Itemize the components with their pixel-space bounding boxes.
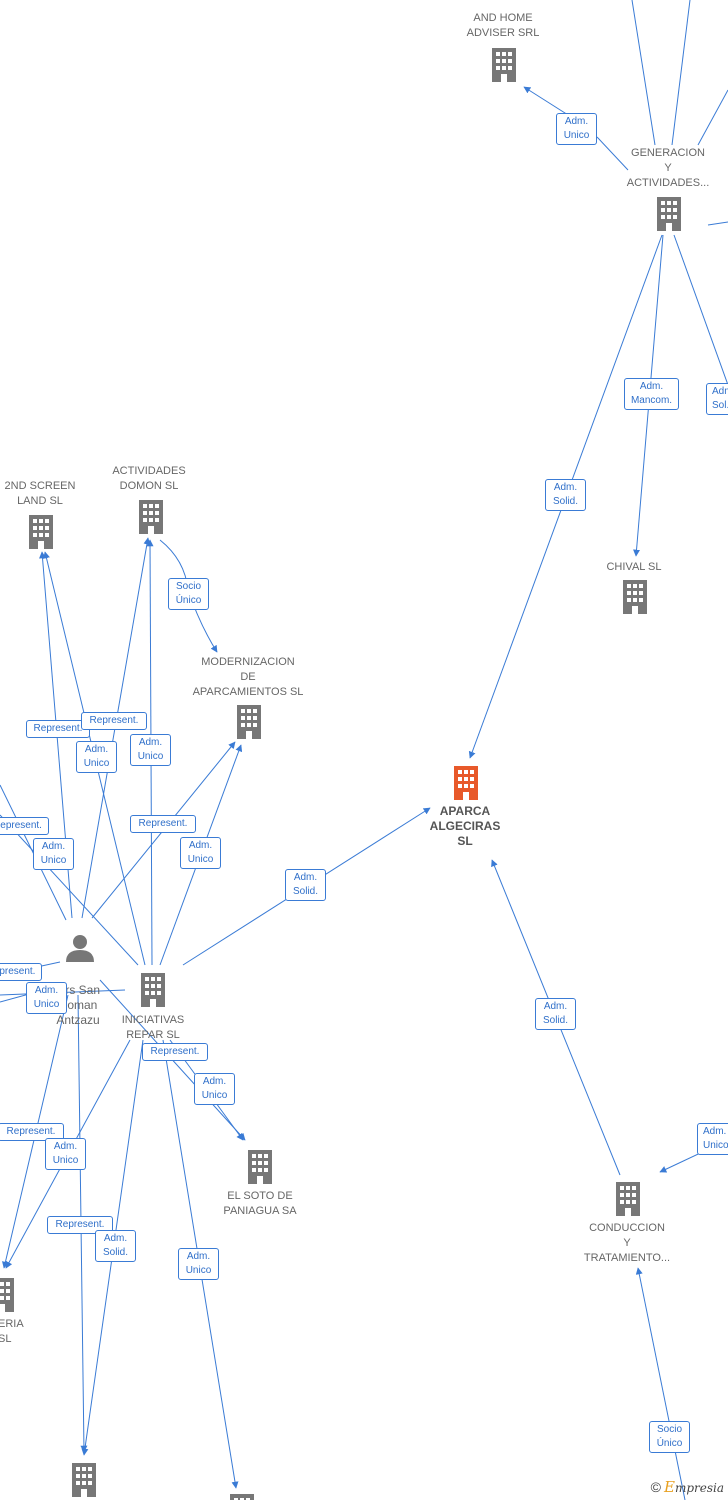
- building-icon: [72, 1463, 96, 1497]
- edge-label[interactable]: Represent.: [47, 1216, 113, 1234]
- node-el-soto[interactable]: EL SOTO DE PANIAGUA SA: [210, 1189, 310, 1219]
- building-icon: [492, 48, 516, 82]
- edge-label[interactable]: Adm. Solid.: [95, 1230, 136, 1262]
- edge-label[interactable]: Represent.: [0, 817, 49, 835]
- edge-label[interactable]: Adm. Unico: [178, 1248, 219, 1280]
- building-icon: [657, 197, 681, 231]
- node-label: CONDUCCION Y TRATAMIENTO...: [583, 1222, 671, 1264]
- building-icon: [616, 1182, 640, 1216]
- node-label: ERIA SL: [0, 1318, 24, 1345]
- node-label: INICIATIVAS REPAR SL: [121, 1014, 185, 1041]
- edge-label[interactable]: Represent.: [0, 1123, 64, 1141]
- edge-label[interactable]: Adm. Unico: [33, 838, 74, 870]
- copyright-symbol: ©: [650, 1479, 661, 1495]
- edge-label[interactable]: Adm. Mancom.: [624, 378, 679, 410]
- edge-label[interactable]: Represent.: [0, 963, 42, 981]
- edge-label[interactable]: Represent.: [130, 815, 196, 833]
- edge-label[interactable]: Adm. Unico: [697, 1123, 728, 1155]
- node-label: APARCA ALGECIRAS SL: [429, 804, 501, 848]
- brand-logo-letter: E: [663, 1478, 675, 1496]
- person-icon: [66, 935, 94, 962]
- node-conduccion[interactable]: CONDUCCION Y TRATAMIENTO...: [572, 1221, 682, 1266]
- node-actividades-domon[interactable]: ACTIVIDADES DOMON SL: [99, 464, 199, 494]
- node-label: AND HOME ADVISER SRL: [466, 12, 540, 39]
- node-eria[interactable]: ERIA SL: [0, 1317, 32, 1347]
- node-person-ors-san-roman[interactable]: Ors San Roman Antzazu: [38, 968, 118, 1028]
- node-label: ACTIVIDADES DOMON SL: [112, 465, 186, 492]
- edge-label[interactable]: Represent.: [142, 1043, 208, 1061]
- edge-label[interactable]: Adm. Unico: [76, 741, 117, 773]
- building-icon: [237, 705, 261, 739]
- building-icon-main: [454, 766, 478, 800]
- edge-label[interactable]: Adm. Solid.: [535, 998, 576, 1030]
- edge-label[interactable]: Socio Único: [168, 578, 209, 610]
- edge-label[interactable]: Adm. Solid.: [285, 869, 326, 901]
- building-icon: [230, 1494, 254, 1500]
- node-2nd-screen[interactable]: 2ND SCREEN LAND SL: [0, 479, 90, 509]
- building-icon: [248, 1150, 272, 1184]
- edge-label[interactable]: Adm. Unico: [180, 837, 221, 869]
- node-label: 2ND SCREEN LAND SL: [4, 480, 76, 507]
- edge-label[interactable]: Adm. Unico: [130, 734, 171, 766]
- node-label: GENERACION Y ACTIVIDADES...: [626, 147, 710, 189]
- edge-label[interactable]: Represent.: [81, 712, 147, 730]
- building-icon: [0, 1278, 14, 1312]
- edge-label[interactable]: Adm. Unico: [26, 982, 67, 1014]
- edge-label[interactable]: Adm. Unico: [45, 1138, 86, 1170]
- node-label: MODERNIZACION DE APARCAMIENTOS SL: [192, 656, 304, 698]
- node-generacion[interactable]: GENERACION Y ACTIVIDADES...: [612, 146, 724, 191]
- node-modernizacion[interactable]: MODERNIZACION DE APARCAMIENTOS SL: [188, 655, 308, 700]
- building-icon: [29, 515, 53, 549]
- person-label: Ors San Roman Antzazu: [56, 983, 100, 1027]
- node-label: CHIVAL SL: [606, 561, 662, 573]
- edge-label[interactable]: Adm. Solid.: [545, 479, 586, 511]
- node-iniciativas-repar[interactable]: INICIATIVAS REPAR SL: [103, 1013, 203, 1043]
- node-aparca-algeciras[interactable]: APARCA ALGECIRAS SL: [415, 804, 515, 849]
- brand-watermark: ©Empresia: [651, 1478, 724, 1496]
- brand-name: mpresia: [674, 1481, 724, 1495]
- building-icon: [141, 973, 165, 1007]
- edge-label[interactable]: Adm. Unico: [194, 1073, 235, 1105]
- edge-label[interactable]: Socio Único: [649, 1421, 690, 1453]
- edge-label[interactable]: Adm. Unico: [556, 113, 597, 145]
- node-label: EL SOTO DE PANIAGUA SA: [223, 1190, 297, 1217]
- building-icon: [139, 500, 163, 534]
- node-chival[interactable]: CHIVAL SL: [584, 560, 684, 575]
- node-and-home-adviser[interactable]: AND HOME ADVISER SRL: [453, 11, 553, 41]
- edge-label[interactable]: Adm. Sol.: [706, 383, 728, 415]
- building-icon: [623, 580, 647, 614]
